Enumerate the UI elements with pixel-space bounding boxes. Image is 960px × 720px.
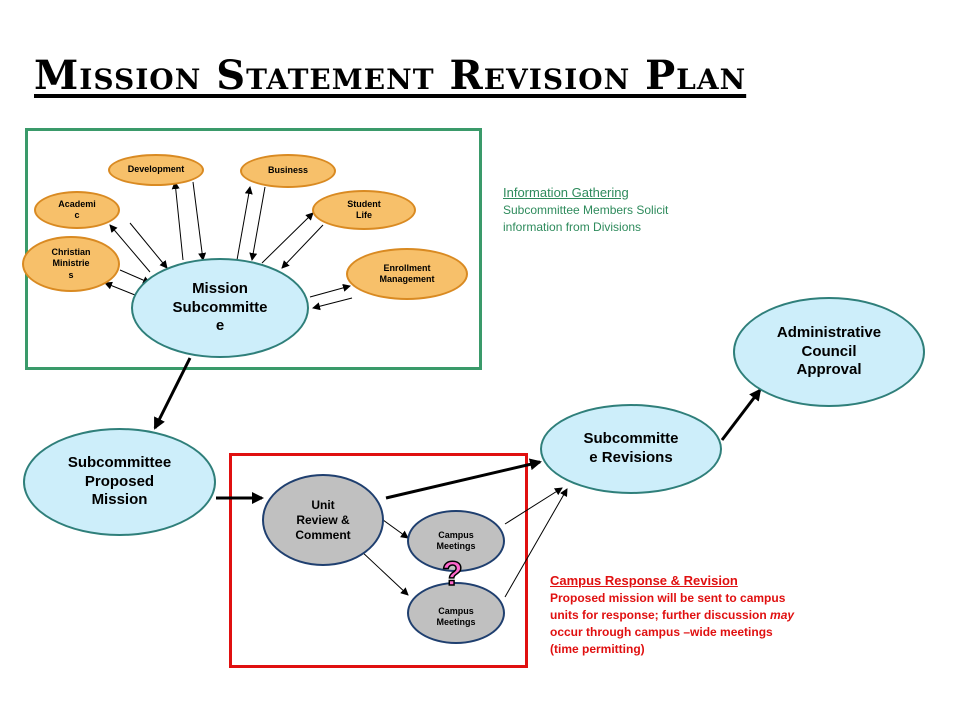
- information-gathering-heading: Information Gathering: [503, 185, 629, 200]
- arrow-student-life-to-mission: [281, 224, 324, 269]
- arrow-mission-to-proposed: [153, 357, 192, 430]
- arrow-campus-meetings-2-to-revisions: [504, 488, 568, 598]
- arrow-mission-to-student-life: [261, 212, 314, 264]
- arrow-campus-meetings-1-to-revisions: [504, 487, 563, 525]
- node-campus-meetings-1: Campus Meetings: [407, 510, 505, 572]
- information-gathering-frame: [25, 128, 482, 370]
- question-mark: ?: [441, 555, 463, 593]
- information-gathering-body: Subcommittee Members Solicit information…: [503, 203, 669, 234]
- node-unit-review: Unit Review & Comment: [262, 474, 384, 566]
- page-title: Mission Statement Revision Plan: [34, 52, 747, 99]
- node-subcommittee-revisions: Subcommitte e Revisions: [540, 404, 722, 494]
- campus-response-body-end: occur through campus –wide meetings (tim…: [550, 624, 773, 656]
- node-christian-ministries: Christian Ministrie s: [22, 236, 120, 292]
- arrow-development-to-mission: [192, 181, 207, 261]
- arrow-mission-to-development: [171, 181, 184, 261]
- arrow-business-to-mission: [249, 186, 266, 261]
- arrow-revisions-to-council: [720, 388, 762, 441]
- information-gathering-note: Information Gathering Subcommittee Membe…: [503, 184, 703, 236]
- arrow-mission-to-business: [236, 186, 253, 261]
- node-administrative-council: Administrative Council Approval: [733, 297, 925, 407]
- node-academic: Academi c: [34, 191, 120, 229]
- campus-response-note: Campus Response & Revision Proposed miss…: [550, 572, 800, 657]
- campus-response-heading: Campus Response & Revision: [550, 573, 738, 588]
- arrow-unit-review-to-campus-meetings-2: [359, 549, 409, 596]
- node-campus-meetings-2: Campus Meetings: [407, 582, 505, 644]
- node-student-life: Student Life: [312, 190, 416, 230]
- arrow-mission-to-academic: [109, 224, 151, 273]
- node-subcommittee-proposed-mission: Subcommittee Proposed Mission: [23, 428, 216, 536]
- node-mission-subcommittee: Mission Subcommitte e: [131, 258, 309, 358]
- campus-response-body-start: Proposed mission will be sent to campus …: [550, 591, 786, 622]
- arrow-enrollment-to-mission: [312, 297, 353, 311]
- arrow-unit-review-to-revisions: [385, 458, 542, 500]
- campus-response-body-italic: may: [770, 607, 795, 622]
- node-business: Business: [240, 154, 336, 188]
- arrow-mission-to-enrollment: [309, 283, 351, 298]
- node-enrollment-management: Enrollment Management: [346, 248, 468, 300]
- node-development: Development: [108, 154, 204, 186]
- arrow-academic-to-mission: [129, 222, 168, 269]
